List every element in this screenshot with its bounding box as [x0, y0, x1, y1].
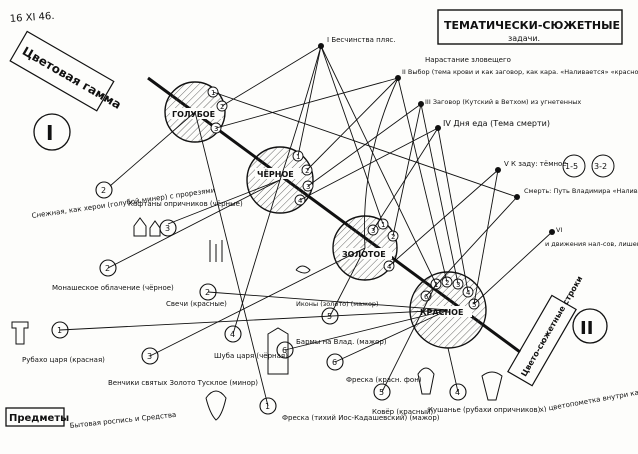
svg-text:4: 4: [466, 289, 471, 297]
corner-note: 16 XI 46.: [9, 11, 54, 25]
theme-4: IV Дня еда (Тема смерти): [443, 119, 550, 128]
sketch-figures: [11, 217, 503, 421]
svg-text:Ковёр (красный): Ковёр (красный): [372, 408, 434, 416]
object-fresco-1: 1 Фреска (тихий Иос-Кадашевский) (мажор): [259, 397, 440, 422]
object-candles: 2 Свечи (красные): [166, 283, 227, 308]
svg-text:1: 1: [296, 153, 300, 161]
object-painting: Бытовая роспись и Средства: [69, 411, 176, 430]
svg-text:3-2: 3-2: [594, 162, 607, 171]
objects-box-label: Предметы: [9, 413, 69, 424]
theme-links: [212, 45, 553, 305]
title-box: [437, 9, 623, 45]
svg-text:6: 6: [282, 346, 287, 355]
color-plot-label: Цвето-сюжетные строки: [519, 275, 584, 379]
object-icons: 5 Иконы (золото) (мажор): [296, 300, 379, 325]
palette-label-blue: ГОЛУБОЕ: [172, 110, 215, 119]
svg-text:1-5: 1-5: [565, 162, 578, 171]
svg-text:4: 4: [455, 388, 460, 397]
svg-text:3: 3: [371, 227, 375, 235]
svg-text:6: 6: [332, 358, 337, 367]
svg-text:4: 4: [230, 330, 235, 339]
theme-2: II Выбор (тема крови и как заговор, как …: [402, 68, 638, 76]
title-sub: задачи.: [508, 34, 540, 43]
svg-text:Кафтаны опричников (чёрные): Кафтаны опричников (чёрные): [128, 200, 243, 208]
theme-3: III Заговор (Кутский в Ветхом) из угнете…: [425, 98, 581, 106]
theme-codes: 1-5 3-2: [562, 154, 615, 178]
object-halos: 3 Венчики святых Золото Тусклое (минор): [108, 347, 258, 387]
svg-text:Шуба царя (чёрная): Шуба царя (чёрная): [214, 352, 288, 360]
object-dishes: 4 Кушанье (рубахи опричников): [428, 383, 541, 414]
object-links: [59, 111, 459, 407]
corner-right-note: х) цветопометка внутри кадра: [539, 386, 638, 414]
svg-text:Кушанье (рубахи опричников): Кушанье (рубахи опричников): [428, 406, 541, 414]
section-ii: II: [580, 318, 593, 339]
object-carpet: 5 Ковёр (красный): [372, 383, 434, 416]
svg-text:2: 2: [445, 279, 449, 287]
svg-text:1: 1: [211, 89, 215, 97]
svg-text:4: 4: [387, 263, 392, 271]
section-i-circle: [33, 113, 71, 151]
palette-label-gold: ЗОЛОТОЕ: [342, 250, 386, 259]
svg-text:2: 2: [305, 167, 309, 175]
object-monk: 2 Монашеское облачение (чёрное): [52, 259, 174, 292]
svg-text:Фреска (тихий Иос-Кадашевский): Фреска (тихий Иос-Кадашевский) (мажор): [282, 414, 440, 422]
svg-text:5: 5: [472, 301, 476, 309]
color-plot-box: Цвето-сюжетные строки: [507, 275, 584, 387]
theme-5: V К заду: тёмное: [504, 160, 567, 168]
svg-text:2: 2: [391, 233, 395, 241]
palette-label-black: ЧЁРНОЕ: [257, 169, 294, 179]
theme-7-text: и движения нал-сов, лишенного превращени…: [545, 240, 638, 248]
object-fresco-2: 6 Фреска (красн. фон): [326, 353, 422, 384]
title: ТЕМАТИЧЕСКИ-СЮЖЕТНЫЕ: [444, 19, 620, 32]
svg-text:2: 2: [205, 288, 210, 297]
section-i: I: [46, 121, 53, 145]
objects-box: [5, 407, 65, 427]
svg-text:1: 1: [381, 221, 385, 229]
svg-text:Свечи (красные): Свечи (красные): [166, 300, 227, 308]
theme-1: I Бесчинства пляс.: [327, 36, 395, 44]
svg-text:3: 3: [165, 224, 170, 233]
svg-text:Бармы на Влад. (мажор): Бармы на Влад. (мажор): [296, 338, 387, 346]
section-ii-circle: [572, 308, 608, 344]
svg-text:Монашеское облачение (чёрное): Монашеское облачение (чёрное): [52, 284, 174, 292]
svg-text:3: 3: [456, 281, 460, 289]
svg-text:Бытовая роспись и Средства: Бытовая роспись и Средства: [69, 411, 176, 430]
object-shirt: 1 Рубахо царя (красная): [22, 321, 105, 364]
svg-text:Фреска (красн. фон): Фреска (красн. фон): [346, 376, 422, 384]
svg-text:5: 5: [379, 388, 384, 397]
svg-text:5: 5: [327, 312, 332, 321]
object-caftans: 3 Кафтаны опричников (чёрные): [128, 200, 243, 237]
svg-text:3: 3: [214, 125, 218, 133]
svg-text:Рубахо царя (красная): Рубахо царя (красная): [22, 356, 105, 364]
svg-text:Иконы (золото) (мажор): Иконы (золото) (мажор): [296, 300, 379, 308]
theme-6: Смерть: Путь Владимира «Наливается» голу…: [524, 187, 638, 195]
svg-text:3: 3: [147, 352, 152, 361]
object-barmy: 6 Бармы на Влад. (мажор): [276, 338, 387, 359]
object-fur: 4 Шуба царя (чёрная): [214, 325, 288, 360]
color-gamut-box: Цветовая гамма: [9, 30, 124, 112]
theme-7: VI: [556, 226, 562, 234]
svg-text:2: 2: [220, 103, 224, 111]
svg-text:2: 2: [101, 186, 106, 195]
svg-text:1: 1: [265, 402, 270, 411]
svg-text:3: 3: [306, 183, 310, 191]
theme-1b: Нарастание зловещего: [425, 56, 511, 64]
svg-text:6: 6: [424, 293, 429, 301]
svg-text:1: 1: [57, 326, 62, 335]
svg-text:2: 2: [105, 264, 110, 273]
svg-text:Венчики святых Золото Тусклое: Венчики святых Золото Тусклое (минор): [108, 379, 258, 387]
svg-text:4: 4: [298, 197, 303, 205]
